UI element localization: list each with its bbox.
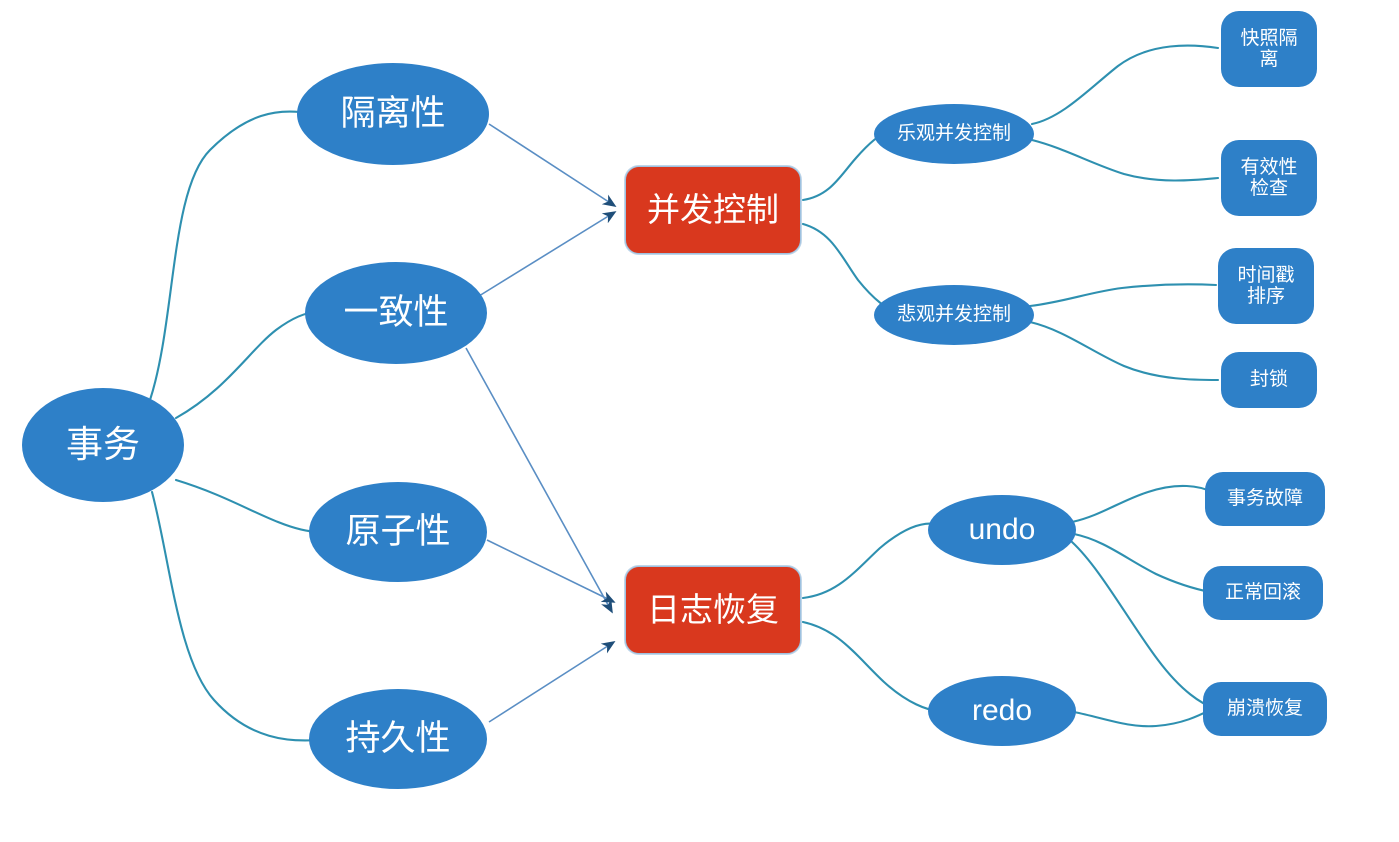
edge-undo-rollback [1072, 532, 1212, 594]
edge-optimistic-snapshot [1030, 44, 1220, 126]
node-redo[interactable]: redo [928, 676, 1076, 746]
node-locking[interactable]: 封锁 [1221, 352, 1317, 408]
edge-root-atomicity [174, 478, 322, 534]
edge-isolation-concurrency [488, 123, 617, 207]
node-timestamp-ordering[interactable]: 时间戳 排序 [1218, 248, 1314, 324]
edge-log-redo [801, 620, 940, 713]
node-log-recovery[interactable]: 日志恢复 [625, 566, 801, 654]
node-atomicity[interactable]: 原子性 [309, 482, 487, 582]
node-isolation[interactable]: 隔离性 [297, 63, 489, 165]
node-durability[interactable]: 持久性 [309, 689, 487, 789]
edge-redo-crash [1072, 707, 1214, 728]
node-snapshot-isolation[interactable]: 快照隔 离 [1221, 11, 1317, 87]
edge-cc-optimistic [801, 130, 890, 202]
edge-undo-txfail [1070, 484, 1214, 524]
node-root[interactable]: 事务 [22, 388, 184, 502]
edge-root-consistency [174, 310, 320, 420]
edge-log-undo [801, 522, 938, 600]
edge-optimistic-validity [1030, 138, 1220, 182]
edge-consistency-concurrency [478, 211, 617, 297]
node-optimistic-concurrency-control[interactable]: 乐观并发控制 [874, 104, 1034, 164]
edge-consistency-log [465, 347, 613, 614]
node-pessimistic-concurrency-control[interactable]: 悲观并发控制 [874, 285, 1034, 345]
edge-root-durability [150, 490, 320, 742]
edge-undo-crash [1070, 540, 1216, 710]
edge-root-isolation [148, 110, 302, 402]
node-transaction-failure[interactable]: 事务故障 [1205, 472, 1325, 526]
edge-atomicity-log [486, 539, 616, 603]
node-validity-check[interactable]: 有效性 检查 [1221, 140, 1317, 216]
node-crash-recovery[interactable]: 崩溃恢复 [1203, 682, 1327, 736]
node-normal-rollback[interactable]: 正常回滚 [1203, 566, 1323, 620]
edge-durability-log [488, 641, 616, 723]
edge-pessimistic-locking [1028, 320, 1220, 382]
node-consistency[interactable]: 一致性 [305, 262, 487, 364]
edge-pessimistic-timestamp [1028, 283, 1218, 308]
node-concurrency-control[interactable]: 并发控制 [625, 166, 801, 254]
node-undo[interactable]: undo [928, 495, 1076, 565]
